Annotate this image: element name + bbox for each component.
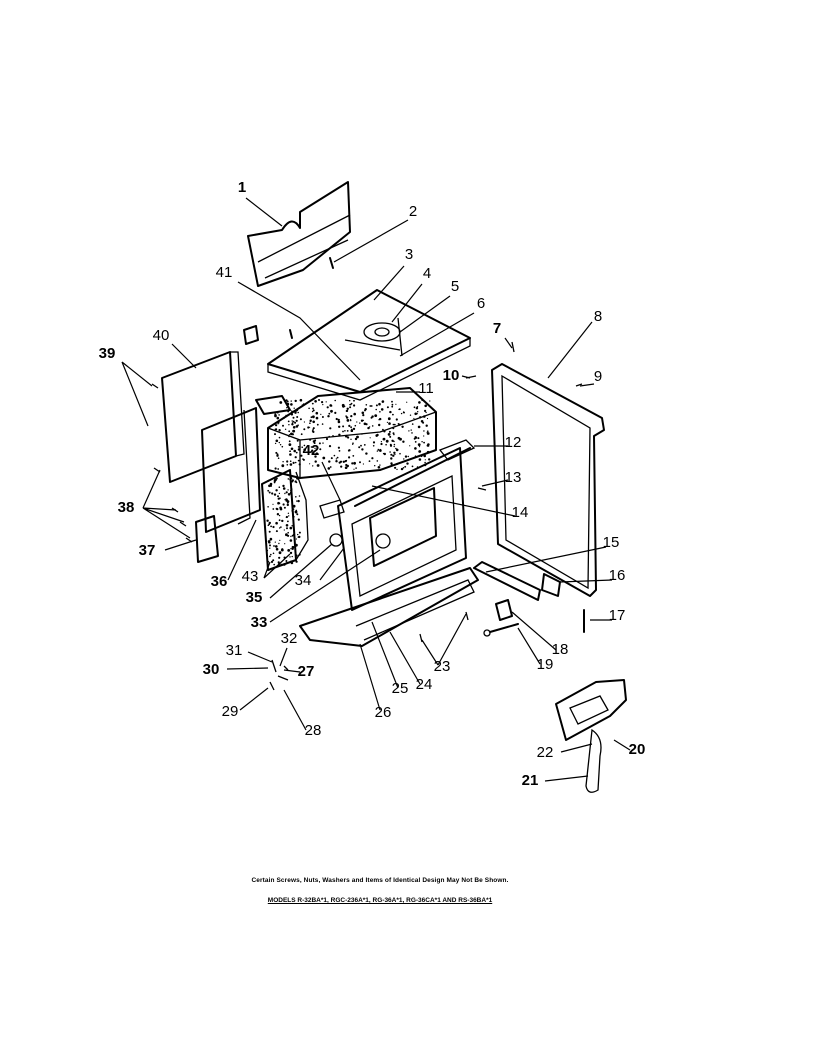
callout-5: 5 (451, 278, 459, 295)
part-40-side-panel (161, 351, 245, 483)
part-27-32-hardware (269, 659, 289, 691)
part-8-right-side-panel (491, 363, 605, 597)
callout-15: 15 (603, 534, 620, 551)
callout-32: 32 (281, 630, 298, 647)
callout-7: 7 (493, 320, 501, 337)
leader-lines (121, 197, 631, 782)
callout-42: 42 (303, 442, 320, 459)
part-36-side-panel (201, 395, 291, 533)
callout-numbers: 1234567891011121314151617181920212223242… (99, 179, 646, 789)
callout-23: 23 (434, 658, 451, 675)
callout-14: 14 (512, 504, 529, 521)
part-34-35-42-igniter (319, 499, 345, 547)
footnote: Certain Screws, Nuts, Washers and Items … (251, 877, 509, 884)
callout-16: 16 (609, 567, 626, 584)
callout-17: 17 (609, 607, 626, 624)
models-caption: MODELS R-32BA*1, RGC-236A*1, RG-36A*1, R… (267, 897, 493, 904)
callout-19: 19 (537, 656, 554, 673)
callout-33: 33 (251, 614, 268, 631)
callout-30: 30 (203, 661, 220, 678)
callout-4: 4 (423, 265, 431, 282)
callout-8: 8 (594, 308, 602, 325)
callout-21: 21 (522, 772, 539, 789)
callout-6: 6 (477, 295, 485, 312)
callout-43: 43 (242, 568, 259, 585)
part-12-front-frame (337, 439, 476, 611)
callout-41: 41 (216, 264, 233, 281)
callout-28: 28 (305, 722, 322, 739)
callout-24: 24 (416, 676, 433, 693)
part-43-side-insulation (261, 469, 309, 571)
callout-12: 12 (505, 434, 522, 451)
part-1-top-back-panel (247, 181, 351, 287)
callout-18: 18 (552, 641, 569, 658)
part-20-control-bracket (555, 679, 627, 793)
callout-26: 26 (375, 704, 392, 721)
callout-1: 1 (238, 179, 246, 196)
part-37-bracket (195, 515, 219, 563)
callout-37: 37 (139, 542, 156, 559)
callout-39: 39 (99, 345, 116, 362)
callout-36: 36 (211, 573, 228, 590)
callout-2: 2 (409, 203, 417, 220)
callout-40: 40 (153, 327, 170, 344)
part-41-bracket (243, 325, 293, 345)
callout-38: 38 (118, 499, 135, 516)
part-3-cooktop (267, 289, 471, 401)
callout-25: 25 (392, 680, 409, 697)
callout-27: 27 (298, 663, 315, 680)
callout-35: 35 (246, 589, 263, 606)
part-2-clip (329, 257, 334, 269)
callout-3: 3 (405, 246, 413, 263)
callout-34: 34 (295, 572, 312, 589)
callout-11: 11 (418, 380, 434, 397)
part-18-leveler-foot (495, 599, 513, 621)
callout-20: 20 (629, 741, 646, 758)
callout-9: 9 (594, 368, 602, 385)
part-11-oven-insulation (267, 387, 437, 479)
callout-13: 13 (505, 469, 522, 486)
callout-31: 31 (226, 642, 243, 659)
callout-22: 22 (537, 744, 554, 761)
part-26-kick-plate (299, 567, 479, 647)
part-19-screw (483, 623, 519, 637)
callout-10: 10 (443, 367, 460, 384)
part-15-bottom-rail (473, 561, 561, 601)
callout-29: 29 (222, 703, 239, 720)
